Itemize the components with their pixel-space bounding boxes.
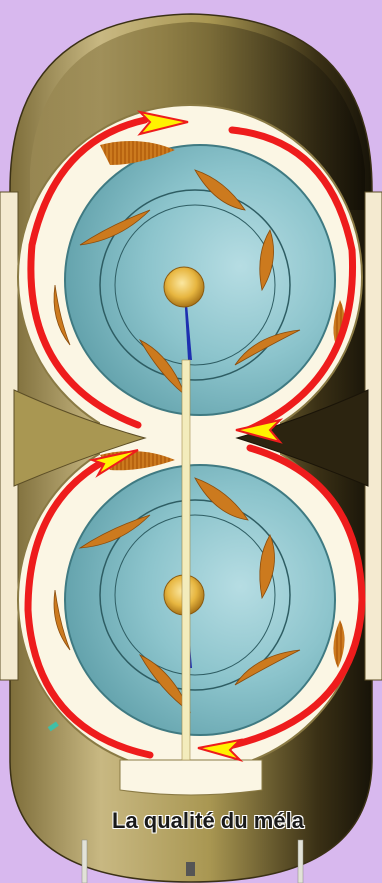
center-divider	[182, 360, 190, 760]
caption-text: La qualité du méla	[112, 808, 304, 834]
outlet-slot	[120, 760, 262, 795]
support-leg-left	[82, 840, 87, 883]
support-leg-right	[298, 840, 303, 883]
drain-valve	[186, 862, 195, 876]
upper-rotor-hub	[164, 267, 204, 307]
